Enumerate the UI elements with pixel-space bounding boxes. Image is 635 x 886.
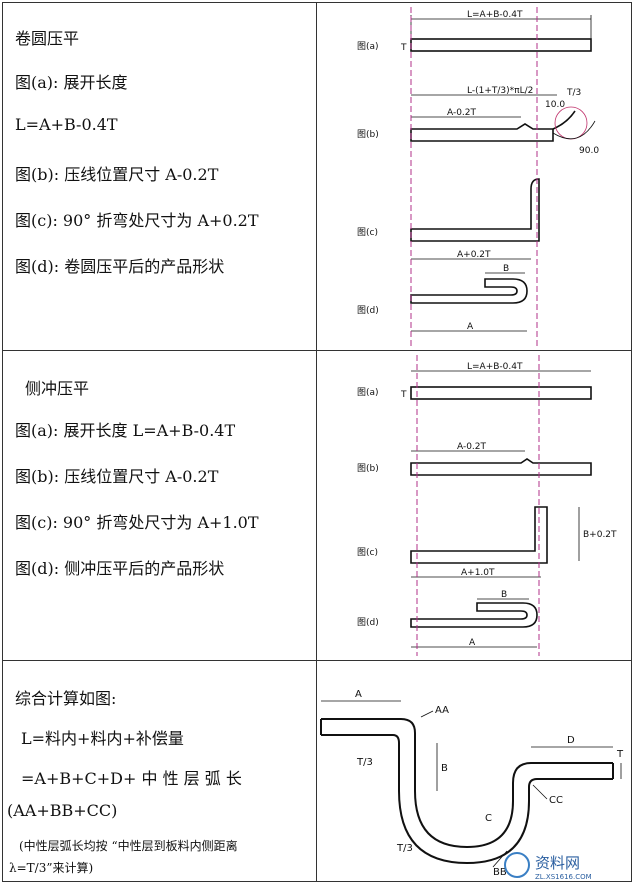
dim-label: D: [567, 735, 575, 746]
fig-label: 图(d): [357, 305, 379, 316]
combined-figure: A AA B C D BB CC T T/3 T/3: [317, 661, 631, 881]
section-title: 侧冲压平: [25, 379, 90, 398]
column-divider: [316, 351, 317, 660]
strip-b: [410, 458, 592, 476]
dim-label: B: [501, 590, 507, 600]
watermark-url: ZL.XS1616.COM: [535, 873, 592, 881]
dim-label: B+0.2T: [583, 530, 617, 540]
dim-label: B: [441, 763, 448, 774]
section-title: 综合计算如图:: [15, 689, 117, 708]
section-title: 卷圆压平: [15, 29, 80, 48]
section-combined-calc: 综合计算如图: L=料内+料内+补偿量 =A+B+C+D+ 中 性 层 弧 长 …: [2, 660, 632, 882]
fig-label: 图(b): [357, 463, 379, 474]
strip-a: [410, 386, 592, 400]
sheet-inner: [321, 734, 613, 865]
fig-label: 图(c): [357, 547, 378, 558]
section-curl-text: 卷圆压平 图(a): 展开长度 L=A+B-0.4T 图(b): 压线位置尺寸 …: [3, 3, 315, 350]
text-line: 图(d): 卷圆压平后的产品形状: [15, 257, 225, 276]
fig-label: 图(b): [357, 129, 379, 140]
curl-arc-b: [552, 110, 576, 130]
section-side-punch-text: 侧冲压平 图(a): 展开长度 L=A+B-0.4T 图(b): 压线位置尺寸 …: [3, 351, 315, 660]
note-line: (中性层弧长均按 “中性层到板料内侧距离: [19, 839, 238, 853]
strip-d: [410, 278, 528, 304]
dim-label: T/3: [396, 843, 413, 854]
strip-b: [410, 123, 554, 142]
fig-label: 图(c): [357, 227, 378, 238]
strip-d: [410, 602, 538, 628]
formula-line: L=料内+料内+补偿量: [21, 729, 184, 748]
text-line: 图(c): 90° 折弯处尺寸为 A+0.2T: [15, 211, 259, 230]
leader-line: [420, 710, 434, 718]
dim-label: A+0.2T: [457, 250, 491, 260]
watermark-emblem-icon: [504, 852, 530, 878]
thickness-label: T: [400, 390, 407, 400]
fig-label: 图(a): [357, 41, 379, 52]
dim-label: L=A+B-0.4T: [467, 362, 523, 372]
formula-line: =A+B+C+D+ 中 性 层 弧 长: [21, 769, 242, 788]
dim-label: A-0.2T: [457, 442, 487, 452]
side-punch-drawing: 图(a) 图(b) 图(c) 图(d) L=A+B-0.4T A-0.2T A+…: [357, 355, 617, 656]
dim-label: L=A+B-0.4T: [467, 10, 523, 20]
dim-label: A: [469, 638, 476, 648]
dim-label: T: [616, 749, 624, 760]
dim-label: T/3: [566, 88, 581, 98]
fig-label: 图(a): [357, 387, 379, 398]
column-divider: [316, 661, 317, 881]
strip-a: [410, 38, 592, 52]
column-divider: [316, 3, 317, 350]
dim-label: B: [503, 264, 509, 274]
text-line: 图(d): 侧冲压平后的产品形状: [15, 559, 225, 578]
dim-label: CC: [549, 795, 563, 806]
dim-label: A: [467, 322, 474, 332]
fig-label: 图(d): [357, 617, 379, 628]
watermark-drawing: 资料网 ZL.XS1616.COM: [504, 852, 592, 881]
thickness-label: T: [400, 43, 407, 53]
text-line: 图(a): 展开长度: [15, 73, 128, 92]
dim-label: 10.0: [545, 100, 565, 110]
text-line: 图(c): 90° 折弯处尺寸为 A+1.0T: [15, 513, 259, 532]
side-punch-figure: 图(a) 图(b) 图(c) 图(d) L=A+B-0.4T A-0.2T A+…: [317, 351, 631, 660]
dim-label: L-(1+T/3)*πL/2: [467, 86, 533, 96]
leader-line: [532, 784, 548, 800]
watermark-text: 资料网: [535, 854, 580, 872]
text-line: 图(a): 展开长度 L=A+B-0.4T: [15, 421, 236, 440]
watermark-logo: 资料网 ZL.XS1616.COM: [501, 848, 631, 882]
dim-label: C: [485, 813, 492, 824]
curl-circle: [554, 106, 588, 140]
dim-label: T/3: [356, 757, 373, 768]
strip-c: [410, 506, 548, 564]
text-line: 图(b): 压线位置尺寸 A-0.2T: [15, 165, 219, 184]
section-side-punch-flatten: 侧冲压平 图(a): 展开长度 L=A+B-0.4T 图(b): 压线位置尺寸 …: [2, 350, 632, 661]
dim-label: A+1.0T: [461, 568, 495, 578]
section-curl-flatten: 卷圆压平 图(a): 展开长度 L=A+B-0.4T 图(b): 压线位置尺寸 …: [2, 2, 632, 351]
text-line: 图(b): 压线位置尺寸 A-0.2T: [15, 467, 219, 486]
combined-drawing: A AA B C D BB CC T T/3 T/3: [320, 689, 624, 878]
dim-label: AA: [435, 705, 449, 716]
dim-label: A: [355, 689, 362, 700]
dim-label: A-0.2T: [447, 108, 477, 118]
sheet-outer: [321, 718, 613, 849]
formula-line: (AA+BB+CC): [7, 801, 118, 820]
section-combined-text: 综合计算如图: L=料内+料内+补偿量 =A+B+C+D+ 中 性 层 弧 长 …: [3, 661, 315, 881]
curl-flatten-figure: 图(a) 图(b) 图(c) 图(d) L=A+B-0.4T L-(1+T/3)…: [317, 3, 631, 350]
note-line: λ=T/3”来计算): [9, 861, 94, 875]
angle-arc: [552, 120, 596, 140]
leader-line: [492, 850, 508, 868]
formula-line: L=A+B-0.4T: [15, 115, 118, 134]
strip-c: [410, 178, 540, 242]
curl-flatten-drawing: 图(a) 图(b) 图(c) 图(d) L=A+B-0.4T L-(1+T/3)…: [357, 7, 599, 348]
dim-label: BB: [493, 867, 507, 878]
dim-label: 90.0: [579, 146, 599, 156]
